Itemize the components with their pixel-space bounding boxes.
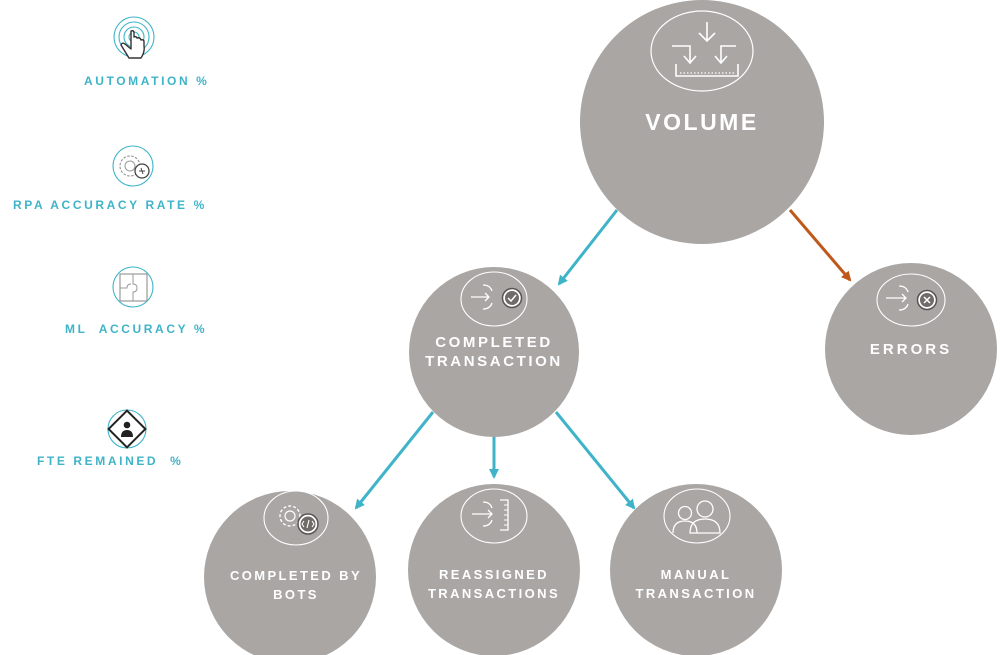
touch-icon: [113, 16, 155, 59]
node-volume: [580, 0, 824, 244]
node-bots: [204, 490, 376, 655]
kpi-label-ml-accuracy: ML ACCURACY %: [65, 322, 208, 336]
node-label-bots-line1: COMPLETED BY: [229, 568, 363, 583]
merge-check-icon: [460, 271, 528, 327]
reassign-icon: [460, 488, 528, 544]
node-label-manual-line1: MANUAL: [660, 567, 732, 582]
node-label-completed-line2: TRANSACTION: [425, 353, 563, 370]
edge-completed-manual: [554, 411, 636, 510]
node-label-reassigned-line1: REASSIGNED: [439, 567, 549, 582]
node-manual: [610, 484, 782, 655]
node-label-manual-line2: TRANSACTION: [635, 586, 757, 601]
node-label-completed: COMPLETED TRANSACTION: [404, 333, 584, 371]
kpi-label-fte-remained: FTE REMAINED %: [37, 454, 184, 468]
node-label-bots-line2: BOTS: [273, 587, 319, 602]
edge-volume-errors: [788, 209, 852, 282]
node-label-completed-line1: COMPLETED: [435, 334, 553, 351]
node-label-manual: MANUAL TRANSACTION: [610, 565, 782, 603]
users-icon: [663, 488, 731, 544]
node-label-reassigned-line2: TRANSACTIONS: [427, 586, 561, 601]
connectors: [354, 209, 852, 510]
node-label-errors: ERRORS: [869, 341, 953, 358]
merge-x-icon: [876, 273, 946, 327]
gear-code-icon: [263, 490, 329, 546]
inbox-arrows-icon: [650, 10, 754, 92]
node-reassigned: [408, 484, 580, 655]
edge-completed-bots: [354, 411, 435, 510]
node-label-bots: COMPLETED BY BOTS: [210, 566, 382, 604]
kpi-label-automation: AUTOMATION %: [84, 74, 210, 88]
node-label-volume: VOLUME: [645, 109, 759, 135]
node-label-reassigned: REASSIGNED TRANSACTIONS: [408, 565, 580, 603]
kpi-label-rpa-accuracy: RPA ACCURACY RATE %: [13, 198, 207, 212]
gear-icon: [112, 145, 154, 187]
puzzle-icon: [112, 266, 154, 308]
node-completed: [409, 267, 579, 437]
edge-volume-completed: [557, 209, 619, 286]
node-errors: [825, 263, 997, 435]
person-diamond-icon: [107, 409, 147, 449]
